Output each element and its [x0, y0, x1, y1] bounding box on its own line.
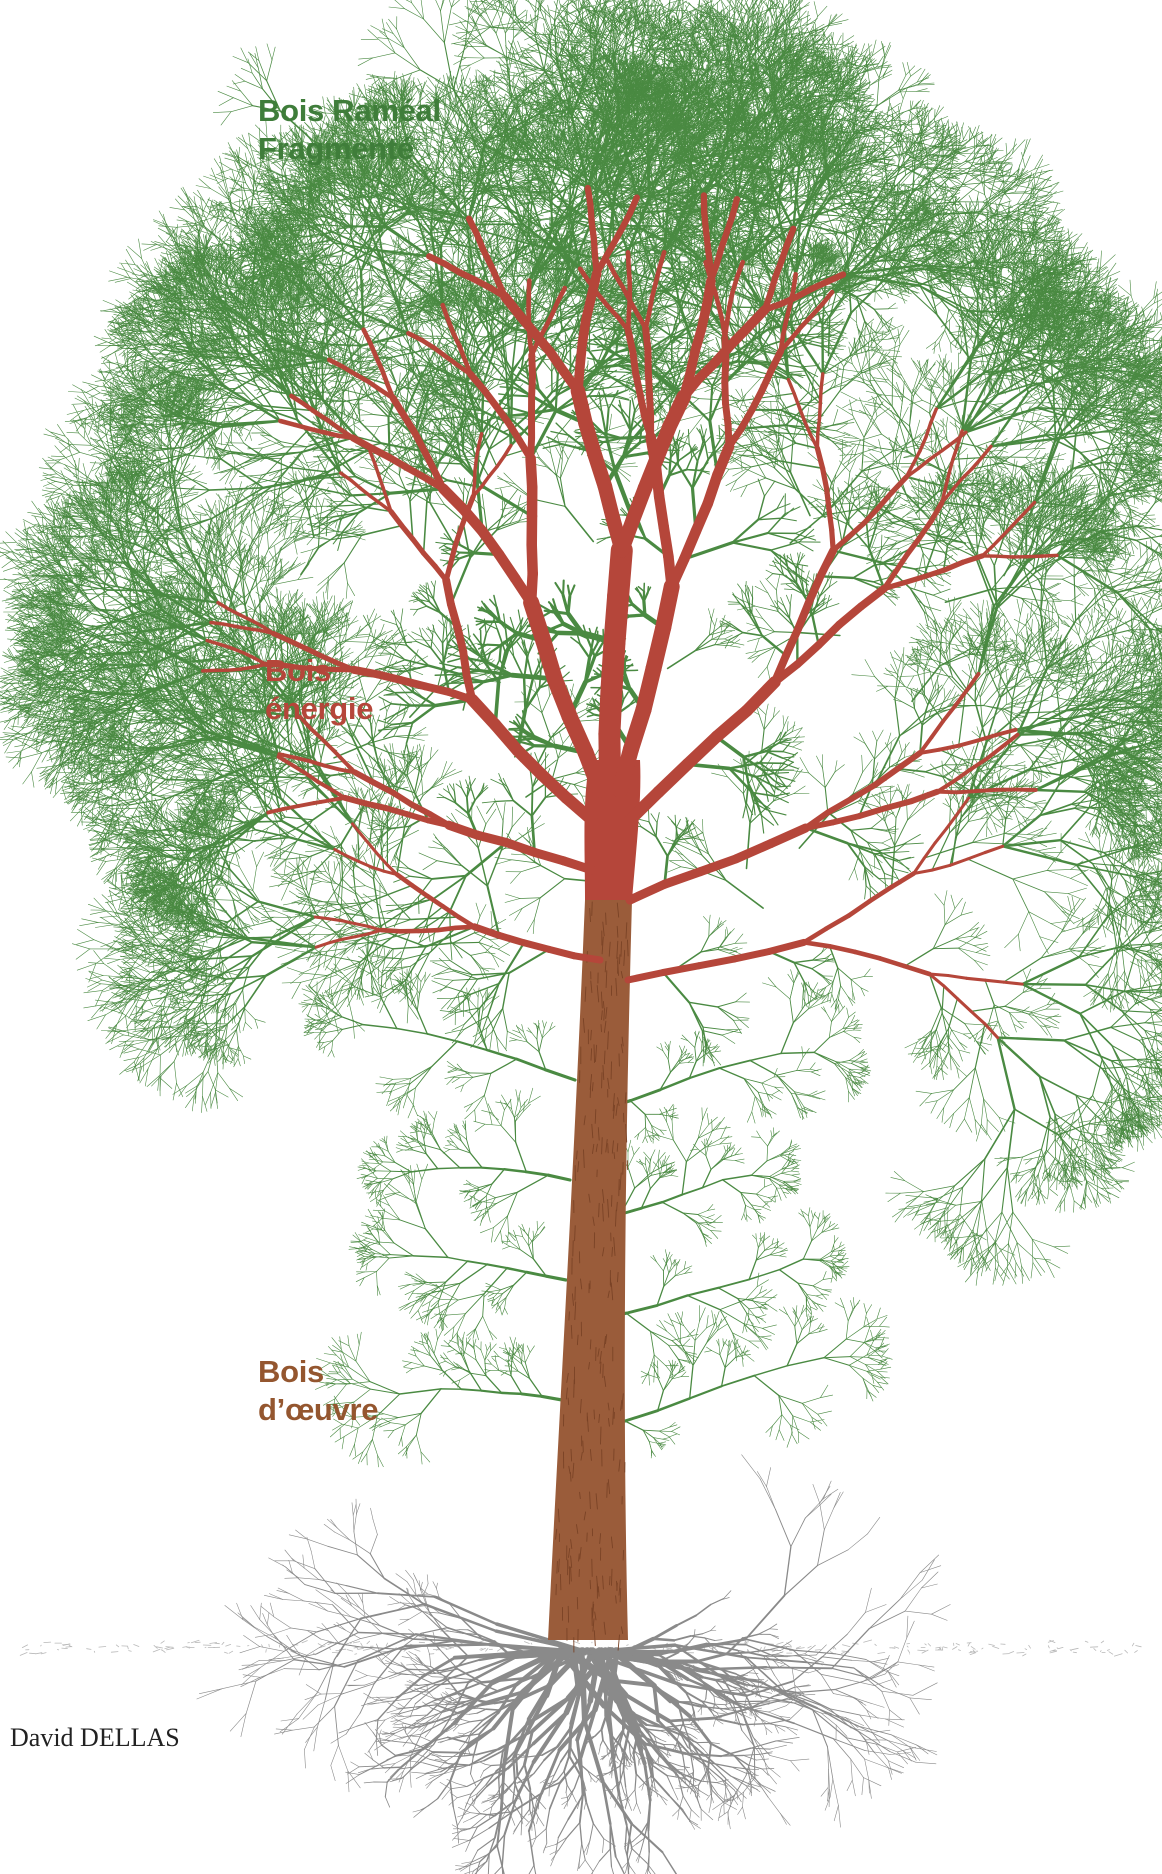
label-oeuvre-line1: Bois: [258, 1353, 378, 1391]
author-credit: David DELLAS: [10, 1723, 180, 1753]
label-energie-line2: énergie: [265, 690, 373, 728]
label-brf-line1: Bois Raméal: [258, 92, 441, 130]
label-energie-line1: Bois: [265, 652, 373, 690]
label-bois-oeuvre: Bois d’œuvre: [258, 1353, 378, 1429]
label-bois-energie: Bois énergie: [265, 652, 373, 728]
label-bois-rameal-fragmente: Bois Raméal Fragmenté: [258, 92, 441, 168]
tree-trunk: [548, 900, 632, 1652]
label-oeuvre-line2: d’œuvre: [258, 1391, 378, 1429]
label-brf-line2: Fragmenté: [258, 130, 441, 168]
